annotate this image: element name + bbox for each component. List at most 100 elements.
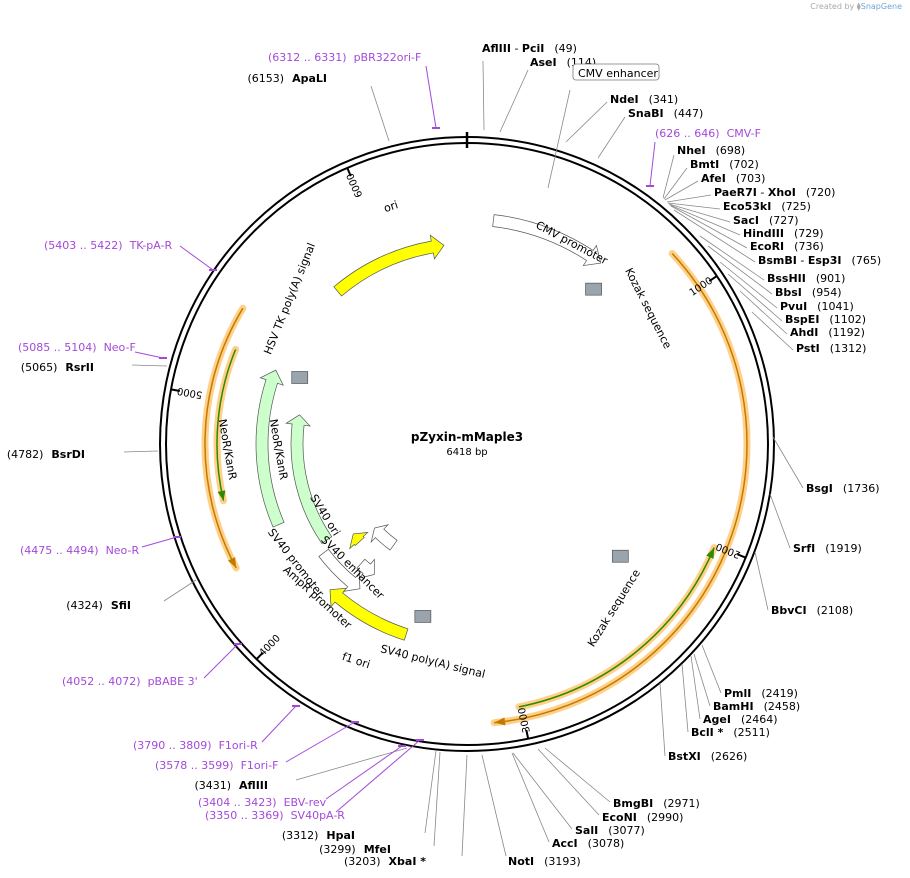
tick-mark	[708, 275, 718, 282]
snapgene-logo-icon: ⧫	[856, 2, 861, 11]
enzyme-name: HindIII	[743, 227, 784, 240]
feature-label: HSV TK poly(A) signal	[261, 241, 318, 356]
feature-arrow	[492, 214, 602, 267]
enzyme-name: AflIII	[239, 779, 268, 792]
feature-label: Kozak sequence	[622, 266, 674, 351]
feature-hsv-tk-poly-a-signal	[291, 371, 309, 384]
site-label: PmlI(2419)	[724, 687, 798, 700]
feature-arrow	[370, 524, 398, 551]
enzyme-name: PvuI	[780, 300, 807, 313]
site-leader	[769, 493, 791, 549]
site-label: (3312)HpaI	[282, 829, 355, 842]
enzyme-position: (736)	[794, 240, 824, 253]
feature-arrow	[285, 414, 333, 544]
enzyme-name-2: PciI	[522, 42, 544, 55]
enzyme-name: MfeI	[364, 843, 391, 856]
primer-label: (4475 .. 4494)Neo-R	[20, 544, 139, 557]
feature-label: SV40 poly(A) signal	[379, 642, 486, 681]
enzyme-name: HpaI	[326, 829, 355, 842]
site-leader	[662, 154, 675, 199]
boxed-label-frame	[572, 63, 660, 81]
primer-name: pBABE 3'	[148, 675, 198, 688]
enzyme-name: BsgI	[806, 482, 833, 495]
site-label: SnaBI(447)	[628, 107, 703, 120]
site-leader	[461, 754, 468, 857]
site-label: SrfI(1919)	[793, 542, 862, 555]
site-label: BbsI(954)	[775, 286, 842, 299]
boxed-label-leader	[547, 89, 571, 189]
site-leader	[512, 752, 573, 830]
feature-box	[585, 282, 602, 296]
site-label: BamHI(2458)	[713, 700, 800, 713]
tick-label: 6000	[345, 171, 365, 199]
site-label: (3203)XbaI *	[344, 855, 426, 868]
primer-range: (6312 .. 6331)	[268, 51, 347, 64]
enzyme-name: AfeI	[701, 172, 726, 185]
feature-sv40-poly-a-signal	[414, 610, 432, 623]
primer-name: CMV-F	[727, 127, 761, 140]
primer-leader	[425, 65, 437, 129]
enzyme-position: (3078)	[588, 837, 625, 850]
primer-leader	[141, 536, 178, 548]
primer-range: (3790 .. 3809)	[133, 739, 212, 752]
site-label: NheI(698)	[677, 144, 745, 157]
site-leader	[772, 436, 804, 489]
enzyme-position: (729)	[794, 227, 824, 240]
site-leader	[666, 194, 712, 203]
enzyme-name: EcoRI	[750, 240, 784, 253]
primer-leader	[179, 245, 214, 271]
feature-label: ori	[382, 198, 400, 215]
site-label: SacI(727)	[733, 214, 799, 227]
enzyme-name: BbsI	[775, 286, 802, 299]
enzyme-position: (1736)	[843, 482, 880, 495]
enzyme-name: BmtI	[690, 158, 719, 171]
tick-label: 5000	[176, 385, 203, 400]
orf-line	[204, 307, 244, 569]
primer-label: (626 .. 646)CMV-F	[655, 127, 761, 140]
enzyme-position: (2626)	[711, 750, 748, 763]
tick-mark	[346, 167, 352, 177]
primer-range: (5085 .. 5104)	[18, 341, 97, 354]
orf-arrowhead	[706, 547, 715, 559]
enzyme-separator: -	[511, 42, 522, 55]
orf-layer	[201, 250, 751, 727]
primer-name: Neo-F	[104, 341, 136, 354]
credit-prefix: Created by	[810, 2, 855, 11]
enzyme-name: BstXI	[668, 750, 701, 763]
enzyme-position: (3193)	[544, 855, 581, 868]
primer-leader	[325, 745, 403, 800]
site-leader	[673, 209, 756, 263]
site-label: AhdI(1192)	[790, 326, 865, 339]
site-label: BmtI (702)	[690, 158, 759, 171]
feature-arrow	[255, 369, 285, 528]
leader-line-layer	[123, 60, 804, 857]
site-leader	[597, 116, 626, 159]
enzyme-position: (1192)	[828, 326, 865, 339]
enzyme-position: (703)	[736, 172, 766, 185]
site-leader	[690, 655, 701, 720]
site-label: (3299)MfeI	[319, 843, 391, 856]
enzyme-name: NotI	[508, 855, 534, 868]
site-leader	[131, 364, 168, 367]
feature-sv40-enhancer	[370, 524, 398, 551]
backbone-layer	[159, 132, 775, 752]
site-label: PstI(1312)	[796, 342, 866, 355]
primer-leader	[134, 351, 164, 359]
enzyme-position: (2511)	[733, 726, 770, 739]
enzyme-name: EcoNI	[602, 811, 637, 824]
enzyme-position: (3077)	[608, 824, 645, 837]
feature-box	[291, 371, 309, 384]
enzyme-name: BspEI	[785, 313, 819, 326]
feature-sv40-ori	[349, 532, 369, 550]
tick-mark	[737, 553, 747, 559]
enzyme-position: (447)	[674, 107, 704, 120]
primer-range: (3350 .. 3369)	[205, 809, 284, 822]
enzyme-name: BssHII	[767, 272, 806, 285]
site-leader	[537, 748, 600, 816]
enzyme-name: AgeI	[703, 713, 731, 726]
enzyme-position: (5065)	[21, 361, 58, 374]
site-label: BsgI (1736)	[806, 482, 879, 495]
enzyme-name: BbvCI	[771, 604, 807, 617]
enzyme-position: (49)	[554, 42, 577, 55]
enzyme-position: (702)	[729, 158, 759, 171]
